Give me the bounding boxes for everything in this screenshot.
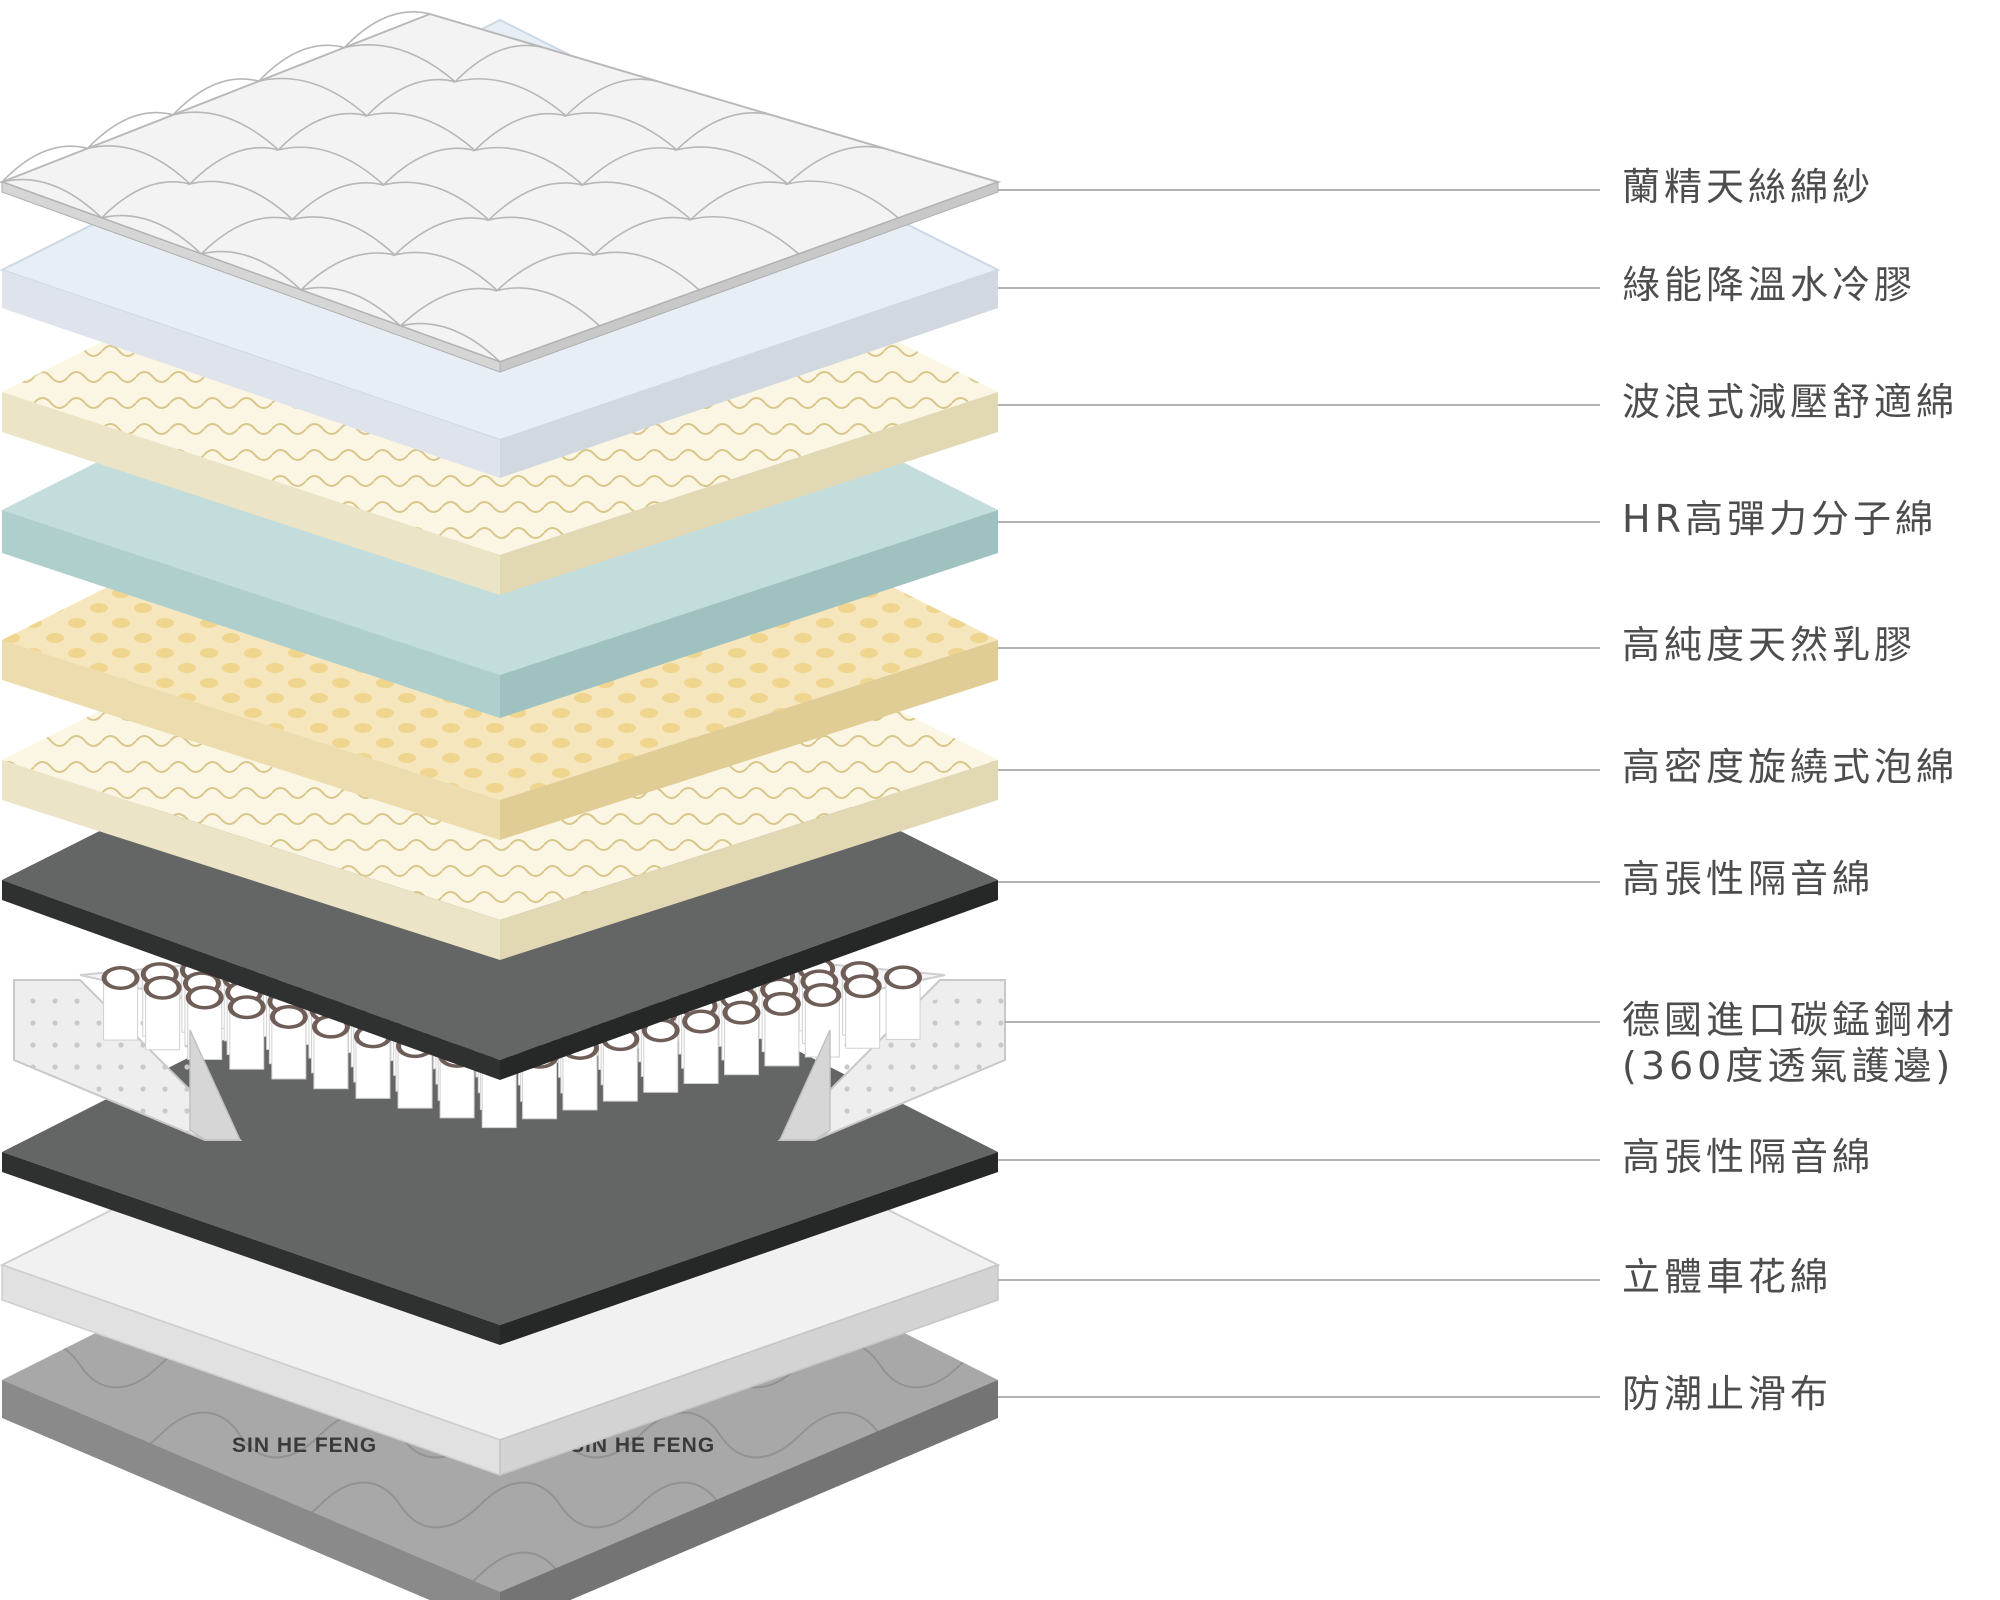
label-text: 高張性隔音綿 bbox=[1622, 1135, 1875, 1179]
label-wave-foam: 波浪式減壓舒適綿 bbox=[1622, 379, 1958, 425]
label-text: 高純度天然乳膠 bbox=[1622, 623, 1917, 667]
label-top-fabric: 蘭精天絲綿紗 bbox=[1622, 164, 1874, 210]
label-text: 波浪式減壓舒適綿 bbox=[1622, 380, 1959, 424]
label-text: 德國進口碳錳鋼材 bbox=[1622, 998, 1959, 1042]
spring-coil bbox=[722, 1000, 761, 1076]
spring-coil bbox=[601, 1027, 640, 1102]
label-text: 高密度旋繞式泡綿 bbox=[1622, 745, 1959, 789]
label-text: 蘭精天絲綿紗 bbox=[1622, 165, 1875, 209]
label-text: HR高彈力分子綿 bbox=[1622, 497, 1937, 541]
label-subtext: (360度透氣護邊) bbox=[1622, 1044, 1955, 1088]
spring-coil bbox=[762, 991, 801, 1067]
label-base-fabric: 防潮止滑布 bbox=[1622, 1371, 1832, 1417]
spring-coil bbox=[143, 975, 182, 1051]
label-cooling-gel: 綠能降溫水冷膠 bbox=[1622, 262, 1916, 308]
spring-coil bbox=[269, 1004, 308, 1080]
label-felt-lower: 高張性隔音綿 bbox=[1622, 1134, 1874, 1180]
label-text: 高張性隔音綿 bbox=[1622, 857, 1875, 901]
label-text: 防潮止滑布 bbox=[1622, 1372, 1833, 1416]
label-felt-upper: 高張性隔音綿 bbox=[1622, 856, 1874, 902]
spring-coil bbox=[185, 985, 224, 1060]
spring-coil bbox=[311, 1014, 350, 1090]
label-quilted-foam: 立體車花綿 bbox=[1622, 1254, 1832, 1300]
spring-coil bbox=[101, 966, 140, 1041]
spring-coil bbox=[641, 1018, 680, 1093]
layer-top-fabric bbox=[0, 10, 1002, 373]
spring-coil bbox=[227, 995, 266, 1070]
label-text: 綠能降溫水冷膠 bbox=[1622, 263, 1917, 307]
spring-coil bbox=[884, 965, 923, 1040]
brand-mark: SIN HE FENG bbox=[232, 1434, 377, 1457]
label-springs: 德國進口碳錳鋼材(360度透氣護邊) bbox=[1622, 997, 1958, 1089]
label-latex: 高純度天然乳膠 bbox=[1622, 622, 1916, 668]
label-text: 立體車花綿 bbox=[1622, 1255, 1833, 1299]
label-hr-foam: HR高彈力分子綿 bbox=[1622, 496, 1937, 542]
spring-coil bbox=[843, 974, 882, 1049]
brand-mark: SIN HE FENG bbox=[570, 1434, 715, 1457]
spring-coil bbox=[682, 1009, 721, 1084]
callout-lines bbox=[998, 189, 1600, 1398]
label-swirl-foam: 高密度旋繞式泡綿 bbox=[1622, 744, 1958, 790]
quilt-pattern bbox=[0, 10, 899, 363]
